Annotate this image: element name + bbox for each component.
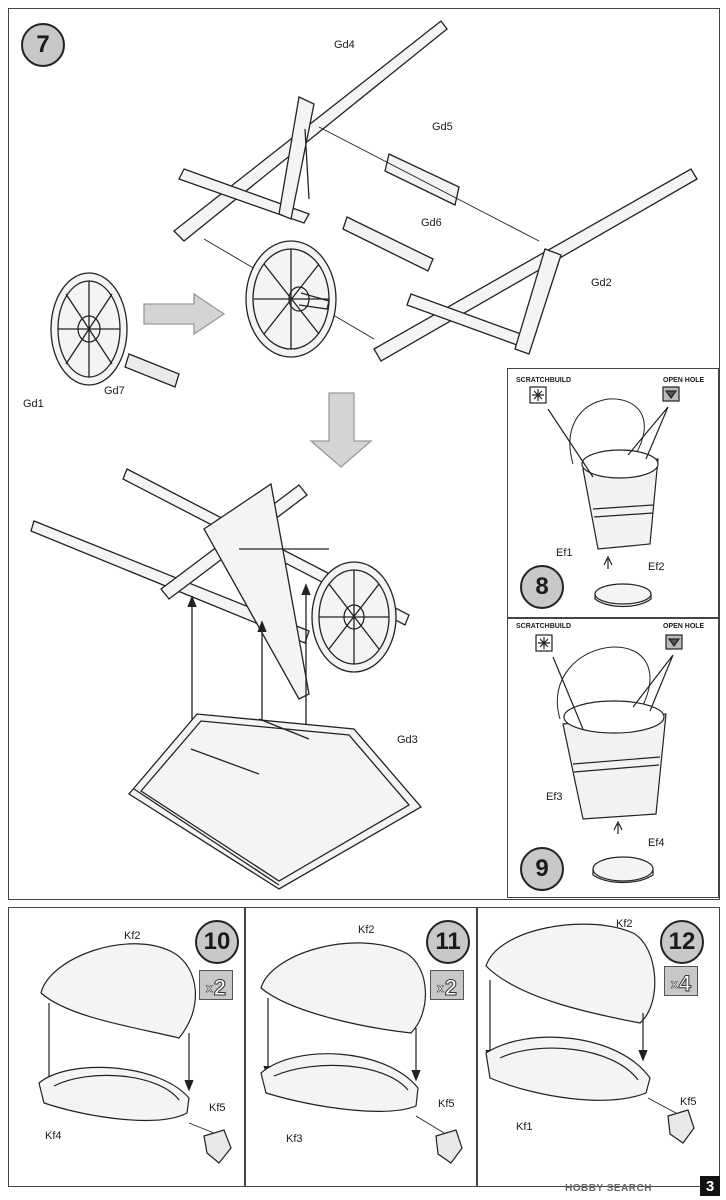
multiplier-count-11: 2 — [444, 975, 457, 1000]
scratchbuild-label-9: SCRATCHBUILD — [516, 623, 572, 630]
step-9-badge: 9 — [520, 847, 564, 891]
label-kf2-11: Kf2 — [358, 924, 375, 936]
seat-illustration-12 — [485, 923, 695, 1144]
label-gd7: Gd7 — [104, 385, 125, 397]
step-8-badge: 8 — [520, 565, 564, 609]
label-kf4: Kf4 — [45, 1130, 62, 1142]
label-gd3: Gd3 — [397, 734, 418, 746]
watermark: HOBBY SEARCH — [565, 1183, 652, 1194]
label-gd1: Gd1 — [23, 398, 44, 410]
open-hole-label-8: OPEN HOLE — [663, 377, 705, 384]
label-kf1: Kf1 — [516, 1121, 533, 1133]
seat-illustration-11 — [260, 942, 463, 1164]
open-hole-label-9: OPEN HOLE — [663, 623, 705, 630]
label-ef1: Ef1 — [556, 547, 573, 559]
step-9-panel: SCRATCHBUILD OPEN HOLE Ef3 Ef4 9 — [507, 618, 719, 898]
seat-illustration-10 — [38, 943, 232, 1164]
label-gd6: Gd6 — [421, 217, 442, 229]
step-8-panel: SCRATCHBUILD OPEN HOLE Ef1 Ef2 8 — [507, 368, 719, 618]
label-kf5-10: Kf5 — [209, 1102, 226, 1114]
bucket-illustration-9 — [535, 634, 683, 884]
multiplier-count-10: 2 — [213, 975, 226, 1000]
bucket-illustration-8 — [529, 386, 680, 608]
step-11-badge: 11 — [426, 920, 470, 964]
label-kf2-12: Kf2 — [616, 918, 633, 930]
step-7-illustration — [30, 20, 698, 890]
label-kf3: Kf3 — [286, 1133, 303, 1145]
multiplier-x-10: x — [206, 981, 213, 996]
label-gd5: Gd5 — [432, 121, 453, 133]
multiplier-count-12: 4 — [678, 971, 691, 996]
scratchbuild-label-8: SCRATCHBUILD — [516, 377, 572, 384]
multiplier-x-12: x — [671, 977, 678, 992]
step-12-badge: 12 — [660, 920, 704, 964]
label-kf5-11: Kf5 — [438, 1098, 455, 1110]
step-7-badge: 7 — [21, 23, 65, 67]
label-ef3: Ef3 — [546, 791, 563, 803]
label-ef4: Ef4 — [648, 837, 665, 849]
label-kf5-12: Kf5 — [680, 1096, 697, 1108]
label-ef2: Ef2 — [648, 561, 665, 573]
label-gd4: Gd4 — [334, 39, 355, 51]
step-10-badge: 10 — [195, 920, 239, 964]
label-gd2: Gd2 — [591, 277, 612, 289]
page-number: 3 — [700, 1176, 720, 1196]
multiplier-x-11: x — [437, 981, 444, 996]
label-kf2-10: Kf2 — [124, 930, 141, 942]
